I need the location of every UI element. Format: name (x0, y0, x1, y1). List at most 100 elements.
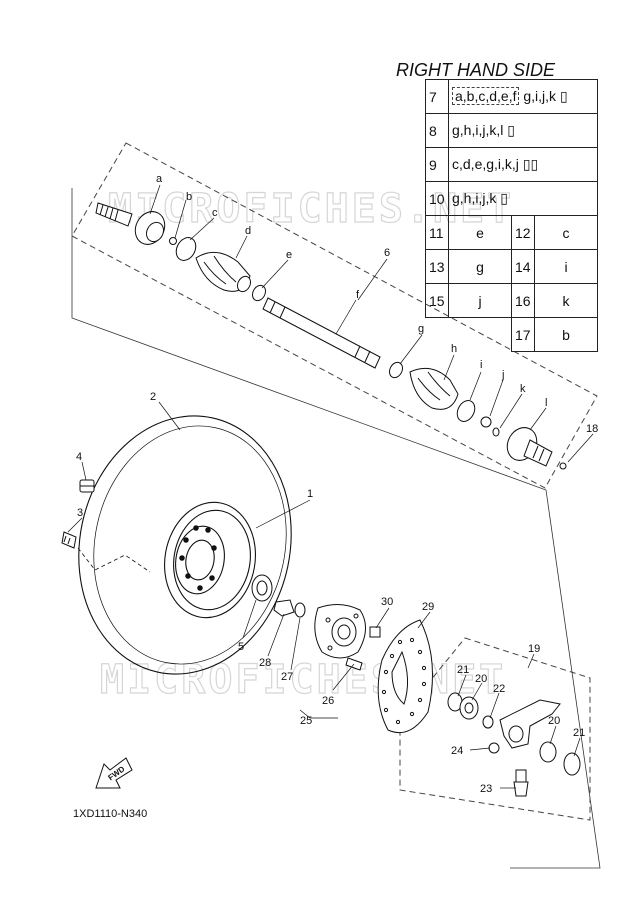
legend-table: 7 a,b,c,d,e,f g,i,j,k ▯ 8 g,h,i,j,k,l ▯ … (425, 79, 598, 352)
washer-27 (294, 602, 306, 618)
callout-20-left: 20 (475, 673, 487, 685)
brake-disc-29 (377, 619, 433, 734)
band-i (456, 400, 476, 422)
callout-4: 4 (76, 451, 82, 463)
callout-27: 27 (281, 671, 293, 683)
callout-2: 2 (150, 391, 156, 403)
circlip-24 (488, 742, 500, 754)
watermark-bottom: MICROFICHES.NET (100, 657, 506, 703)
callout-18: 18 (586, 423, 598, 435)
legend-val: k (534, 283, 598, 318)
legend-val: i (534, 249, 598, 284)
clip-k (492, 427, 500, 437)
legend-row-17: 17 b (426, 317, 598, 352)
legend-num: 15 (425, 283, 449, 318)
legend-num: 17 (511, 317, 535, 352)
callout-21-left: 21 (457, 664, 469, 676)
legend-parts: g,i,j,k (523, 88, 557, 104)
callout-h: h (451, 343, 457, 355)
callout-21-right: 21 (573, 727, 585, 739)
bearing-20-right (539, 741, 557, 763)
callout-a: a (156, 173, 163, 185)
inner-boot-h (409, 367, 459, 410)
boot-band-c (175, 237, 197, 261)
legend-num: 10 (425, 181, 449, 216)
knuckle-19 (499, 699, 561, 749)
callout-25: 25 (300, 715, 312, 727)
legend-parts: g,h,i,j,k,l (452, 122, 504, 138)
knuckle-parts (447, 692, 581, 797)
legend-row-10: 10 g,h,i,j,k ▯ (425, 181, 598, 216)
leader-lines (67, 184, 594, 789)
legend-num: 9 (425, 147, 449, 182)
assembly-frame (71, 188, 601, 869)
callout-28: 28 (259, 657, 271, 669)
shaft-f (262, 297, 381, 369)
callout-24: 24 (451, 745, 463, 757)
callout-5: 5 (238, 641, 244, 653)
band-e (252, 284, 266, 302)
ball-joint-23 (513, 769, 529, 797)
callout-i: i (480, 359, 482, 371)
legend-row-11-12: 11 e 12 c (425, 215, 598, 250)
band-g (389, 361, 403, 379)
callout-3: 3 (77, 507, 83, 519)
callout-23: 23 (480, 783, 492, 795)
boot-d (195, 251, 251, 293)
legend-parts: g,h,i,j,k (452, 190, 497, 206)
callout-d: d (245, 225, 251, 237)
hub-25 (314, 604, 366, 659)
grease-icon: ▯ (500, 190, 508, 206)
clip-b (169, 237, 177, 245)
callout-c: c (212, 207, 218, 219)
clip-18 (559, 462, 567, 470)
legend-row-8: 8 g,h,i,j,k,l ▯ (425, 113, 598, 148)
stud-3 (61, 531, 77, 549)
figure-code: 1XD1110-N340 (73, 808, 148, 820)
legend-val: j (448, 283, 512, 318)
callout-j: j (501, 369, 504, 381)
outer-cv-joint-a (95, 202, 166, 245)
seal-22 (482, 715, 494, 729)
wheel-rim (164, 501, 256, 619)
seal-21-right (563, 752, 581, 776)
callout-19: 19 (528, 643, 540, 655)
legend-num: 8 (425, 113, 449, 148)
inner-cv-joint-l (506, 427, 553, 467)
callout-e: e (286, 249, 292, 261)
grease-icon: ▯▯ (522, 156, 539, 172)
grease-icon: ▯ (559, 88, 568, 104)
hub-parts (251, 574, 381, 671)
legend-num: 11 (425, 215, 449, 250)
legend-row-9: 9 c,d,e,g,i,k,j ▯▯ (425, 147, 598, 182)
legend-num: 14 (511, 249, 535, 284)
callout-l: l (545, 397, 547, 409)
wheel-tire (77, 415, 292, 675)
callout-g: g (418, 323, 424, 335)
nut-28 (273, 599, 295, 617)
legend-num: 16 (511, 283, 535, 318)
lug-nut-4 (79, 479, 95, 493)
legend-boxed-set: a,b,c,d,e,f (452, 87, 520, 105)
callout-1: 1 (307, 488, 313, 500)
legend-val: b (534, 317, 598, 352)
legend-val: g (448, 249, 512, 284)
legend-row-7: 7 a,b,c,d,e,f g,i,j,k ▯ (425, 79, 598, 114)
shaft-assembly-box (71, 142, 598, 489)
legend-row-13-14: 13 g 14 i (425, 249, 598, 284)
callout-6: 6 (384, 247, 390, 259)
callout-b: b (186, 191, 192, 203)
callout-22: 22 (493, 683, 505, 695)
legend-num: 7 (425, 79, 449, 114)
grease-icon: ▯ (507, 122, 515, 138)
legend-val: c (534, 215, 598, 250)
callout-f: f (356, 289, 360, 301)
tire-outer (78, 415, 292, 675)
bolt-30 (369, 626, 381, 638)
callout-k: k (520, 383, 526, 395)
legend-num: 13 (425, 249, 449, 284)
legend-title: RIGHT HAND SIDE (396, 60, 556, 80)
legend-parts: c,d,e,g,i,k,j (452, 156, 519, 172)
callout-26: 26 (322, 695, 334, 707)
